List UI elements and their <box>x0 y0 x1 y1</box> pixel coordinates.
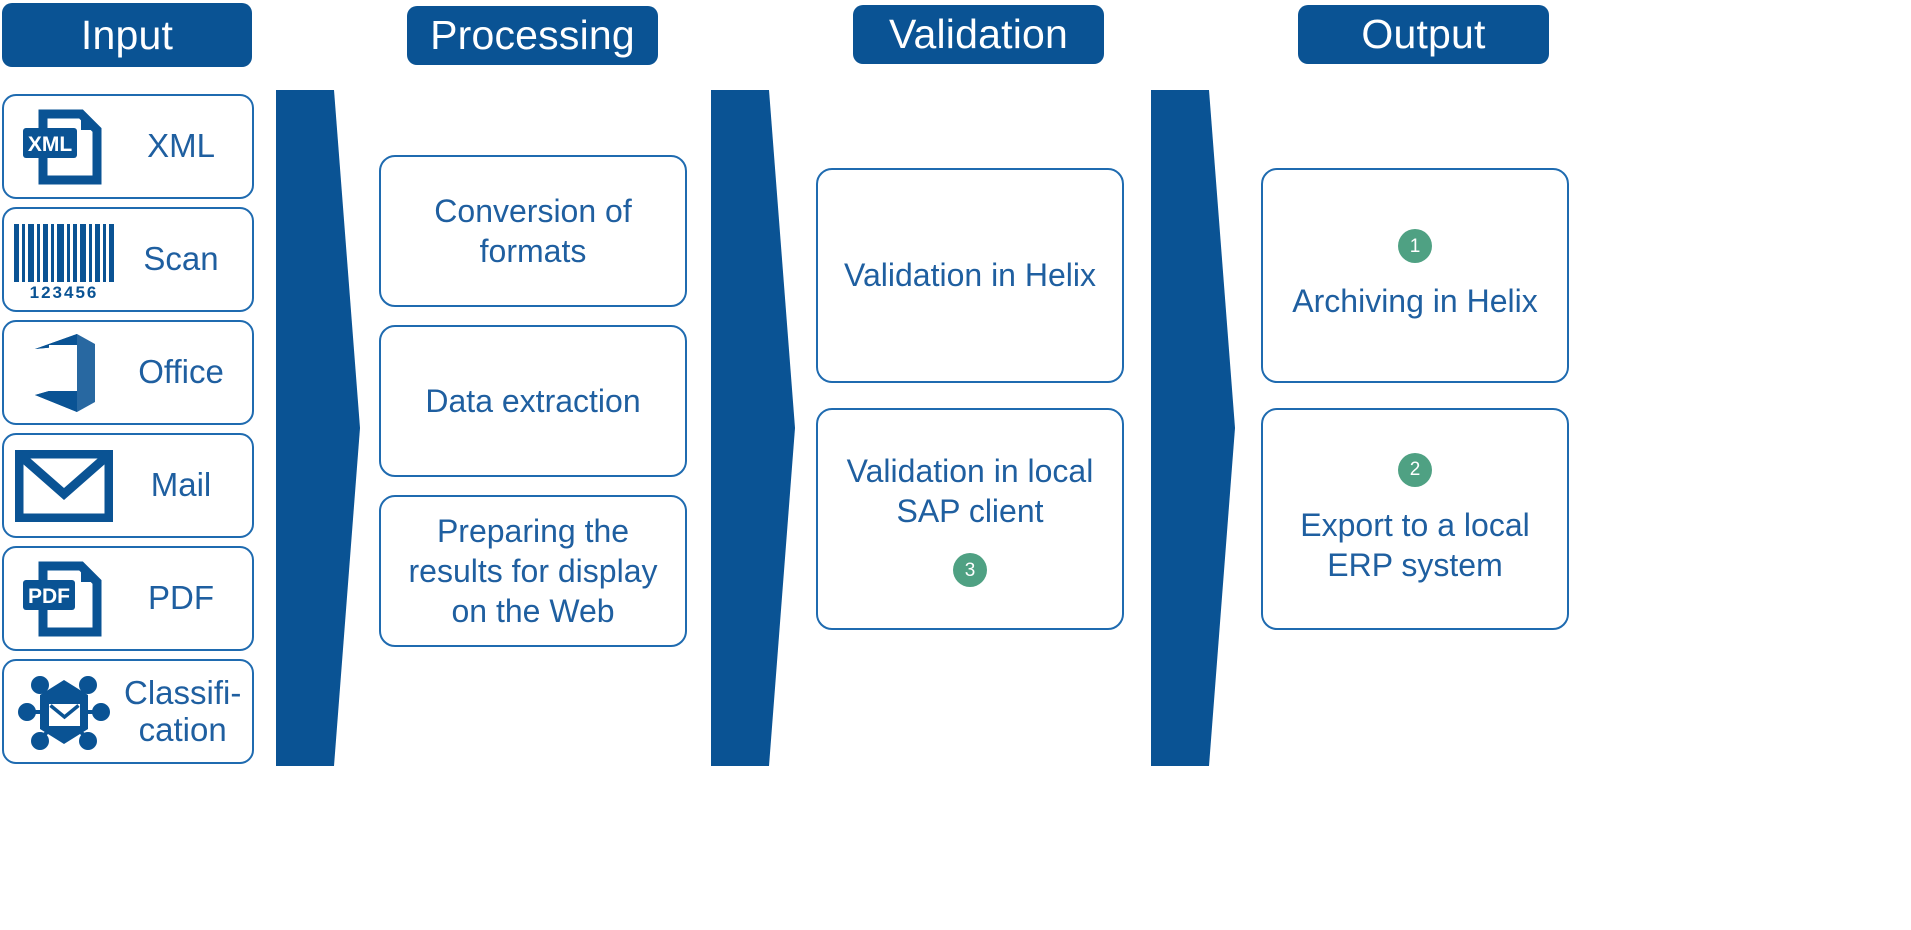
envelope-icon <box>4 435 124 536</box>
output-step-export-erp-label: Export to a local ERP system <box>1300 506 1530 583</box>
input-item-office[interactable]: Office <box>2 320 254 425</box>
validation-step-sap-client[interactable]: Validation in local SAP client 3 <box>816 408 1124 630</box>
validation-step-helix[interactable]: Validation in Helix <box>816 168 1124 383</box>
xml-file-icon: XML <box>4 96 124 197</box>
input-item-classification[interactable]: Classifi- cation <box>2 659 254 764</box>
svg-text:XML: XML <box>28 133 73 156</box>
input-item-scan[interactable]: 123456 Scan <box>2 207 254 312</box>
output-step-archiving-label: Archiving in Helix <box>1292 283 1538 320</box>
arrow-validation-to-output <box>1151 90 1241 766</box>
column-header-processing-label: Processing <box>430 12 635 58</box>
processing-step-conversion-label: Conversion of formats <box>434 192 632 269</box>
status-badge-3: 3 <box>953 553 987 588</box>
column-header-processing: Processing <box>407 6 658 65</box>
svg-text:PDF: PDF <box>28 585 70 608</box>
column-header-output-label: Output <box>1361 11 1486 57</box>
status-badge-1: 1 <box>1398 229 1432 264</box>
input-item-classification-label: Classifi- cation <box>124 673 242 748</box>
input-item-scan-label: Scan <box>143 240 219 278</box>
validation-step-sap-client-label: Validation in local SAP client <box>846 452 1094 529</box>
barcode-icon: 123456 <box>4 209 124 310</box>
output-step-export-erp[interactable]: 2 Export to a local ERP system <box>1261 408 1569 630</box>
arrow-input-to-processing <box>276 90 366 766</box>
classification-network-icon <box>4 661 124 762</box>
input-item-pdf-label: PDF <box>148 579 214 617</box>
processing-step-preparing-results[interactable]: Preparing the results for display on the… <box>379 495 687 647</box>
input-item-pdf[interactable]: PDF PDF <box>2 546 254 651</box>
status-badge-2: 2 <box>1398 452 1432 487</box>
column-header-input-label: Input <box>80 11 174 58</box>
input-item-xml-label: XML <box>147 127 215 165</box>
output-step-archiving[interactable]: 1 Archiving in Helix <box>1261 168 1569 383</box>
input-item-office-label: Office <box>138 353 224 391</box>
column-header-validation-label: Validation <box>888 11 1069 57</box>
column-header-input: Input <box>2 3 252 67</box>
office-logo-icon <box>4 322 124 423</box>
arrow-processing-to-validation <box>711 90 801 766</box>
input-item-xml[interactable]: XML XML <box>2 94 254 199</box>
column-header-output: Output <box>1298 5 1549 64</box>
validation-step-helix-label: Validation in Helix <box>844 257 1096 294</box>
processing-step-preparing-results-label: Preparing the results for display on the… <box>408 512 658 630</box>
processing-step-data-extraction-label: Data extraction <box>425 382 641 419</box>
input-item-mail-label: Mail <box>150 466 212 504</box>
processing-step-data-extraction[interactable]: Data extraction <box>379 325 687 477</box>
column-header-validation: Validation <box>853 5 1104 64</box>
svg-text:123456: 123456 <box>30 283 99 302</box>
input-item-mail[interactable]: Mail <box>2 433 254 538</box>
pdf-file-icon: PDF <box>4 548 124 649</box>
processing-step-conversion[interactable]: Conversion of formats <box>379 155 687 307</box>
